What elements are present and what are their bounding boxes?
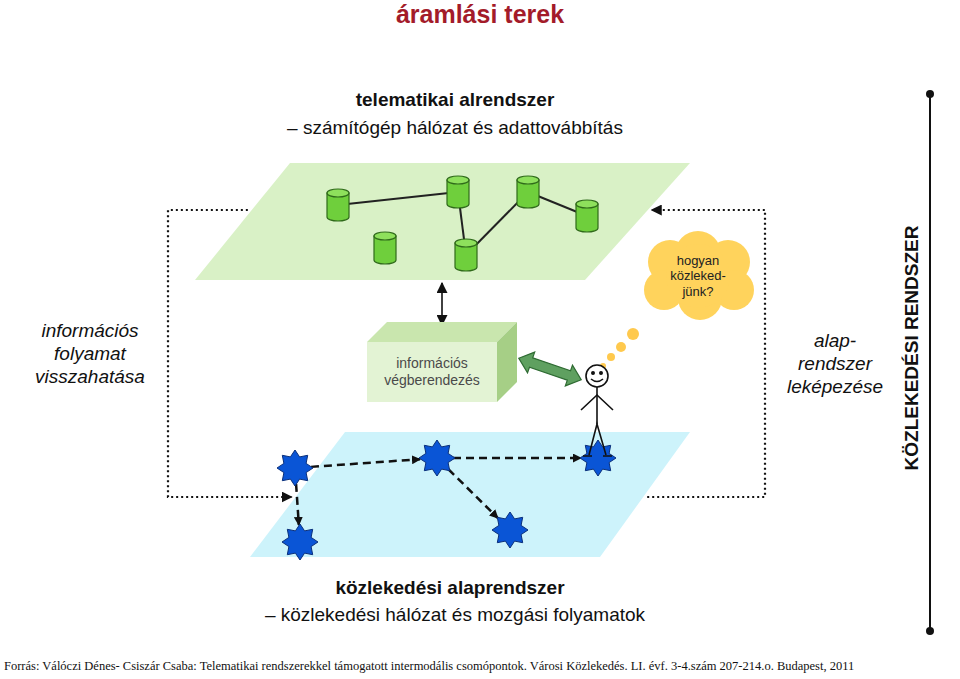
person-arms: [581, 395, 613, 410]
person-figure: [581, 365, 613, 456]
person-eye: [592, 372, 594, 374]
terminal-device-box: információs végberendezés: [367, 322, 517, 402]
bracket-end-dot: [926, 90, 934, 98]
source-caption: Forrás: Válóczi Dénes- Csiszár Csaba: Te…: [4, 659, 854, 674]
plane-illustration: [277, 365, 616, 560]
person-head: [586, 365, 608, 387]
system-label: KÖZLEKEDÉSI RENDSZER: [902, 226, 923, 471]
green-double-arrow: [515, 348, 585, 390]
node-text: információs végberendezés: [377, 355, 487, 389]
box-side-face: [497, 322, 517, 402]
node-text: hogyan közleked- jünk?: [662, 253, 734, 300]
traffic-flow-arrow: [296, 484, 299, 525]
network-node-star: [492, 512, 528, 548]
network-node-star: [419, 440, 455, 476]
database-cylinder: [517, 176, 539, 208]
green-double-arrow: [515, 348, 585, 390]
person-eye: [600, 372, 602, 374]
database-cylinder-top: [455, 239, 477, 247]
telematic-plane: telematikai alrendszer– számítógép hálóz…: [195, 163, 690, 280]
traffic-flow-arrow: [448, 469, 498, 518]
thought-dot: [616, 342, 626, 352]
plane-surface: [250, 432, 690, 557]
person-smile: [591, 379, 603, 382]
thought-cloud: hogyan közleked- jünk?: [640, 232, 756, 320]
network-link: [338, 192, 458, 205]
data-link-arrow: [441, 283, 443, 325]
node-shape: [195, 163, 690, 280]
plane-surface: [195, 163, 690, 280]
subsystem-heading: telematikai alrendszer: [356, 89, 555, 112]
node-shape: [250, 432, 690, 557]
subsystem-description: – közlekedési hálózat és mozgási folyama…: [265, 604, 645, 627]
traffic-flow-arrow: [311, 459, 420, 467]
database-cylinder-top: [576, 200, 598, 208]
transport-plane: közlekedési alaprendszer– közlekedési há…: [250, 432, 690, 557]
database-cylinder-top: [447, 176, 469, 184]
box-top-face: [367, 322, 517, 342]
database-cylinder-top: [517, 176, 539, 184]
feedback-label: információs folyamat visszahatása: [15, 320, 165, 388]
person-legs: [589, 424, 606, 455]
database-cylinder: [455, 239, 477, 271]
person-body: [596, 387, 598, 424]
database-cylinder: [374, 232, 396, 264]
network-node-star: [277, 450, 313, 486]
database-cylinder: [327, 189, 349, 221]
plane-illustration: [327, 176, 598, 271]
database-cylinder-top: [374, 232, 396, 240]
traffic-flow-arrow: [453, 457, 581, 460]
network-node-star: [580, 440, 616, 476]
database-cylinder: [576, 200, 598, 232]
thought-dot: [607, 353, 615, 361]
person-feet: [583, 455, 612, 457]
bracket-end-dot: [926, 627, 934, 635]
system-bracket-line: [929, 94, 931, 631]
network-node-star: [282, 524, 318, 560]
subsystem-description: – számítógép hálózat és adattovábbítás: [287, 117, 623, 140]
mapping-label: alap- rendszer leképezése: [779, 330, 891, 398]
diagram-title: áramlási terek: [396, 0, 564, 29]
thought-dot: [627, 328, 639, 340]
database-cylinder: [447, 176, 469, 208]
database-cylinder-top: [327, 189, 349, 197]
box-front-face: [367, 342, 497, 402]
subsystem-heading: közlekedési alaprendszer: [335, 577, 564, 600]
